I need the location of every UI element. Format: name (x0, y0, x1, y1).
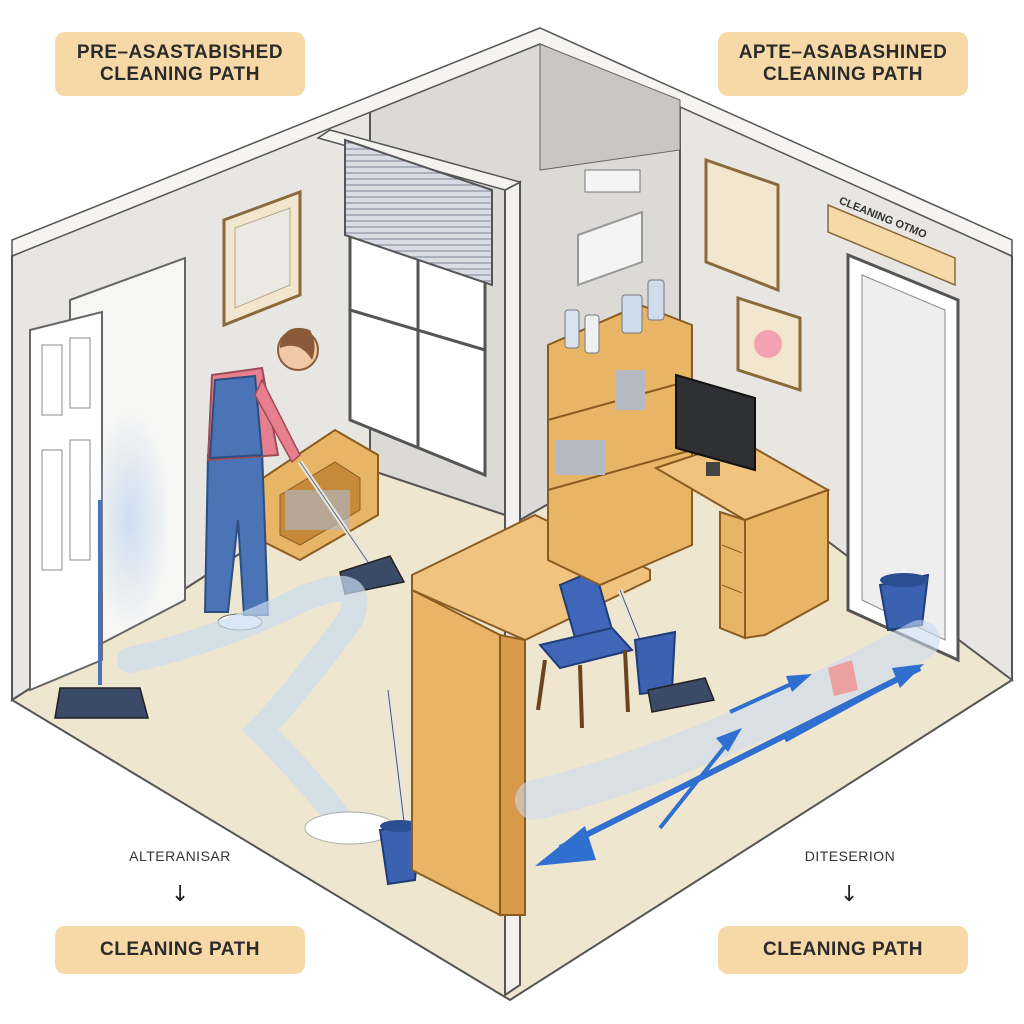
caption-right: DITESERION (804, 848, 896, 864)
wall-picture-right (704, 157, 780, 293)
chair (536, 568, 634, 729)
cleaning-trail-right (515, 620, 940, 820)
mop-icon (304, 689, 408, 845)
right-room (515, 157, 960, 866)
label-top-right: APTE–ASABASHINED CLEANING PATH (718, 32, 968, 96)
label-top-left-line1: PRE–ASASTABISHED (76, 42, 284, 64)
wall-vent (584, 169, 641, 193)
label-top-right-line1: APTE–ASABASHINED (738, 42, 948, 64)
bookshelf (547, 279, 693, 587)
window-blinds (344, 138, 493, 287)
computer-desk (653, 373, 831, 640)
wall-sign (827, 203, 956, 287)
dust-spray (90, 410, 170, 630)
label-top-left: PRE–ASASTABISHED CLEANING PATH (55, 32, 305, 96)
mop-icon (617, 589, 716, 713)
down-arrow-icon: ↓ (840, 882, 859, 907)
arrow-icon (729, 674, 812, 714)
cleaner-person (203, 327, 319, 631)
monitor (675, 373, 756, 472)
arrow-icon (783, 664, 924, 743)
wall-picture-small (577, 210, 643, 287)
left-room (29, 138, 493, 886)
caption-left: ALTERANISAR (129, 848, 231, 864)
label-top-left-line2: CLEANING PATH (100, 64, 260, 85)
cleaning-trail-left (117, 575, 368, 833)
arrow-icon (658, 728, 742, 830)
label-bottom-right-text: CLEANING PATH (763, 939, 923, 961)
bucket-icon (378, 820, 422, 886)
label-bottom-right: CLEANING PATH (718, 926, 968, 974)
label-bottom-left-text: CLEANING PATH (100, 939, 260, 961)
broom-icon (54, 500, 149, 719)
label-bottom-left: CLEANING PATH (55, 926, 305, 974)
label-top-right-line2: CLEANING PATH (763, 64, 923, 85)
down-arrow-icon: ↓ (171, 882, 190, 907)
